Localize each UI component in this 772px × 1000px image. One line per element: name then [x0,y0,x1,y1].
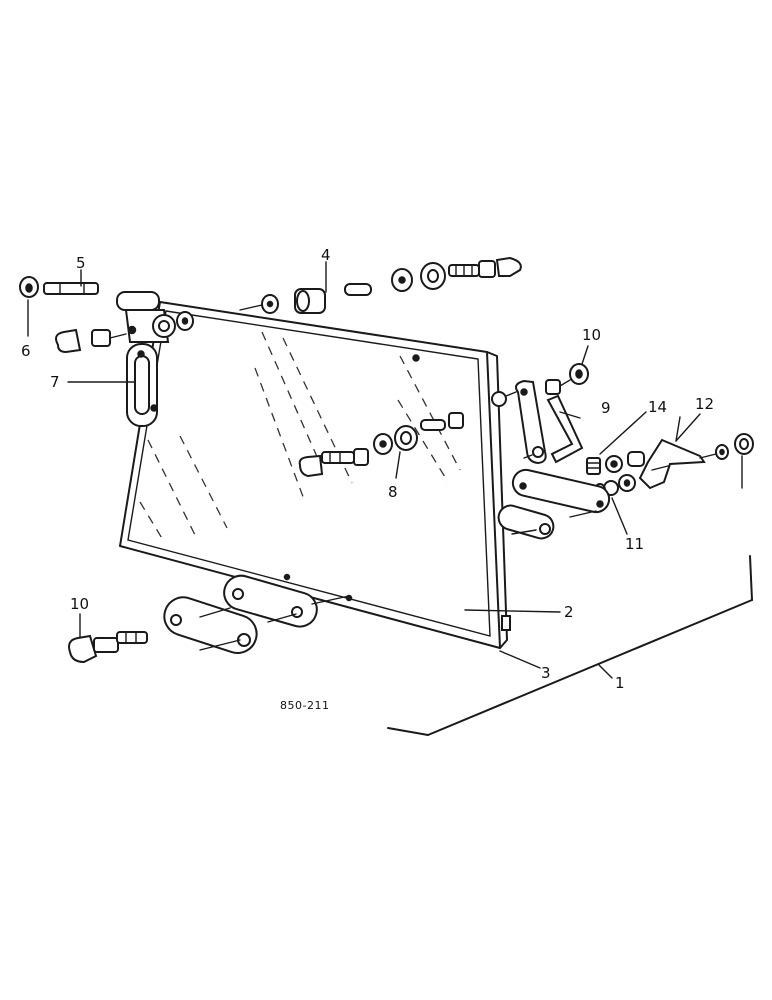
left-bracket [126,343,158,427]
label-5: 5 [76,254,86,272]
label-4: 4 [321,246,331,264]
bottom-hinge-assembly [68,574,350,664]
leader-lines [27,261,743,679]
cab-outline [387,555,753,736]
middle-stud-assembly [298,412,464,478]
label-2: 2 [564,603,574,621]
figure-code: 850-211 [280,699,329,712]
right-linkage [491,363,754,540]
label-8: 8 [388,483,398,501]
top-hinge-assembly [19,256,522,354]
label-11: 11 [625,535,644,553]
label-10-top: 10 [582,326,601,344]
label-12: 12 [695,395,714,413]
label-9: 9 [601,399,611,417]
label-7: 7 [50,373,60,391]
callout-labels: 1 2 3 4 5 6 7 8 9 10 10 11 12 14 850-211 [21,246,714,712]
label-1: 1 [615,674,625,692]
window-frame [119,301,511,649]
label-6: 6 [21,342,31,360]
label-14: 14 [648,398,667,416]
label-3: 3 [541,664,551,682]
label-10-bottom: 10 [70,595,89,613]
